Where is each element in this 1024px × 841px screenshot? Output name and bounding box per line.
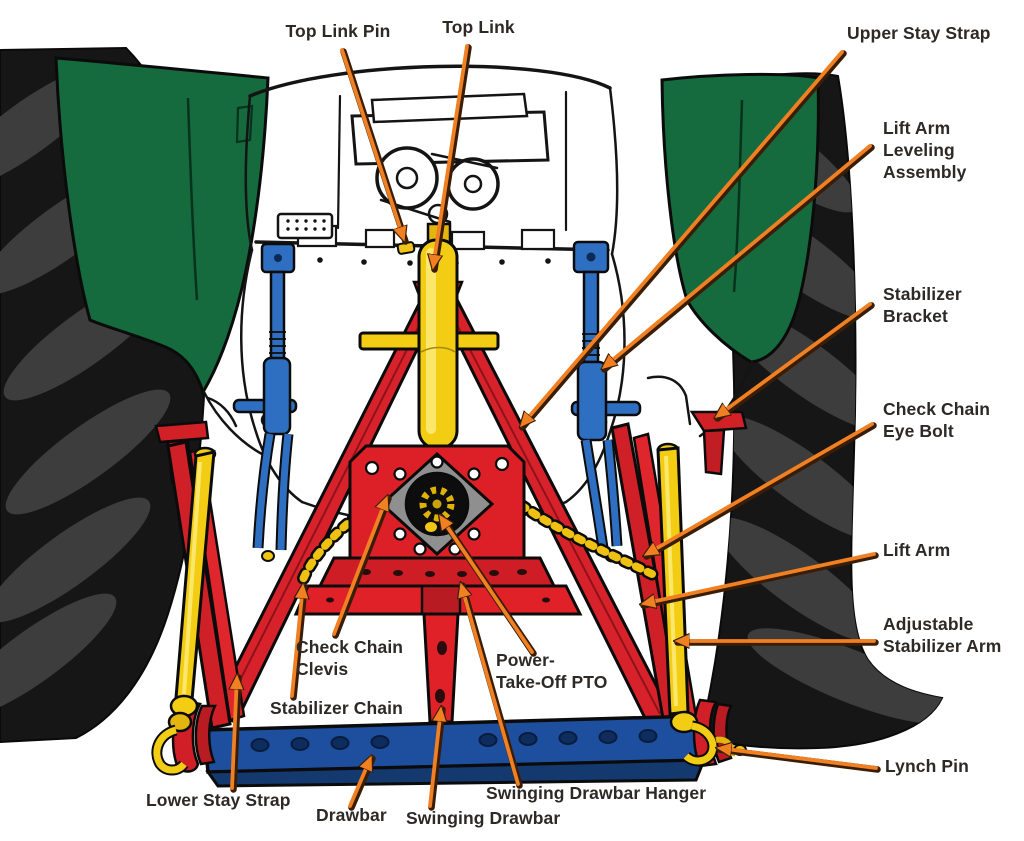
- arrow-top-link: [433, 44, 472, 273]
- arrow-check-chain-eye-bolt: [645, 422, 877, 560]
- arrow-lift-arm-leveling-assembly: [603, 144, 875, 373]
- arrow-adjustable-stabilizer-arm: [676, 641, 879, 643]
- left-stabilizer-arm: [151, 446, 217, 776]
- label-drawbar: Drawbar: [316, 805, 387, 825]
- label-top-link-pin: Top Link Pin: [285, 21, 391, 41]
- arrow-swinging-drawbar-hanger: [461, 584, 523, 789]
- label-swinging-drawbar: Swinging Drawbar: [406, 808, 561, 828]
- arrow-check-chain-clevis: [332, 497, 392, 639]
- red-arms: [166, 280, 698, 730]
- label-lift-arm: Lift Arm: [883, 540, 951, 560]
- label-upper-stay-strap: Upper Stay Strap: [847, 23, 991, 43]
- left-fender: [54, 56, 270, 396]
- arrow-drawbar: [348, 757, 376, 811]
- left-leveling-assembly: [232, 242, 298, 562]
- tractor-body-sketch: [202, 64, 754, 526]
- arrow-power-take-off: [440, 516, 537, 657]
- label-swinging-drawbar-hanger: Swinging Drawbar Hanger: [486, 783, 707, 803]
- label-lift-arm-leveling-assembly: Lift Arm Leveling Assembly: [883, 118, 967, 182]
- drawbar-part: [202, 714, 707, 788]
- label-adjustable-stabilizer-arm: Adjustable Stabilizer Arm: [883, 614, 1002, 656]
- label-lynch-pin: Lynch Pin: [885, 756, 969, 776]
- swinging-drawbar-hanger-part: [420, 584, 462, 616]
- leader-arrows: [232, 44, 881, 811]
- arrow-lower-stay-strap: [232, 676, 239, 793]
- label-stabilizer-bracket: Stabilizer Bracket: [883, 284, 962, 326]
- arrow-swinging-drawbar: [428, 708, 443, 811]
- label-check-chain-eye-bolt: Check Chain Eye Bolt: [883, 399, 991, 441]
- arrow-top-link-pin: [340, 48, 409, 245]
- arrow-lift-arm: [642, 552, 879, 606]
- arrow-stabilizer-chain: [290, 585, 305, 701]
- label-stabilizer-chain: Stabilizer Chain: [270, 698, 403, 718]
- label-top-link: Top Link: [442, 17, 515, 37]
- pto-housing: [293, 444, 583, 616]
- arrow-stabilizer-bracket: [716, 302, 875, 422]
- top-link-cylinder: [417, 238, 459, 450]
- arrow-lynch-pin: [718, 748, 881, 773]
- label-lower-stay-strap: Lower Stay Strap: [146, 790, 291, 810]
- label-power-take-off: Power- Take-Off PTO: [496, 650, 608, 692]
- arrow-upper-stay-strap: [521, 50, 847, 431]
- right-leveling-assembly: [570, 240, 642, 563]
- label-check-chain-clevis: Check Chain Clevis: [296, 637, 404, 679]
